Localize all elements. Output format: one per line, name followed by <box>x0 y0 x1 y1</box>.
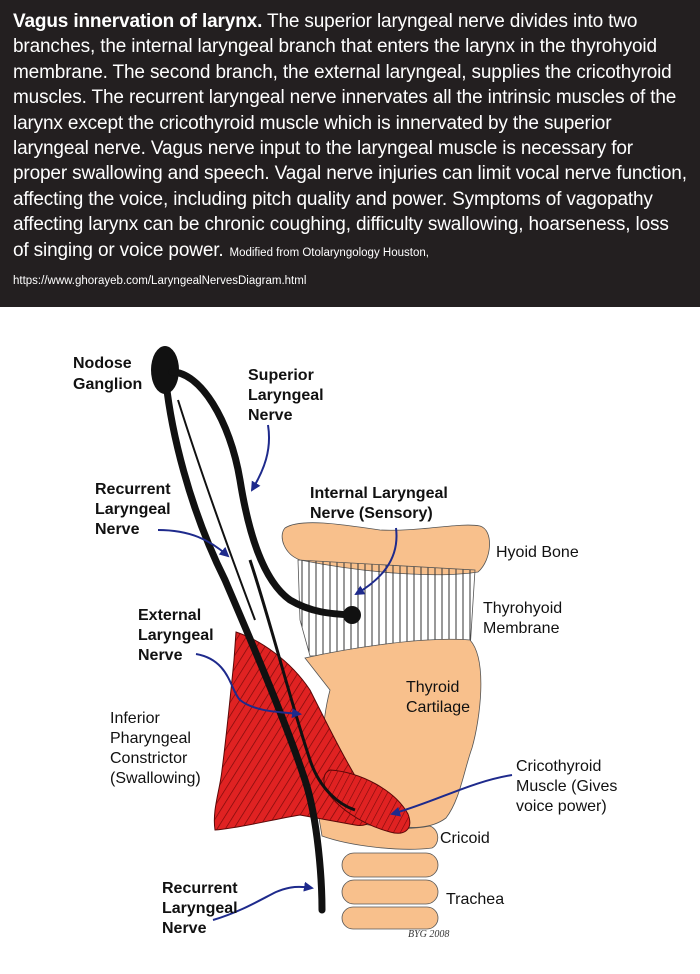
label-external-laryngeal-nerve: External Laryngeal Nerve <box>138 607 218 664</box>
trachea-ring-2 <box>341 879 439 905</box>
arrow-cricothyroid <box>390 774 513 817</box>
cricothyroid-muscle <box>323 769 411 834</box>
label-recurrent-laryngeal-nerve-bottom: Recurrent Laryngeal Nerve <box>162 880 242 937</box>
internal-laryngeal-branch-end <box>343 606 361 624</box>
label-nodose-ganglion: Nodose Ganglion <box>73 355 142 393</box>
arrow-internal-laryngeal <box>354 527 398 596</box>
label-superior-laryngeal-nerve: Superior Laryngeal Nerve <box>248 367 328 424</box>
label-thyrohyoid-membrane: Thyrohyoid Membrane <box>483 600 567 637</box>
vagus-nerve-trunk <box>161 368 326 914</box>
label-hyoid-bone: Hyoid Bone <box>496 544 579 561</box>
label-cricoid: Cricoid <box>440 830 490 847</box>
arrow-recurrent-bottom <box>212 881 314 921</box>
label-internal-laryngeal-nerve: Internal Laryngeal Nerve (Sensory) <box>310 485 452 522</box>
artist-signature: BYG 2008 <box>408 929 449 940</box>
caption-text: Vagus innervation of larynx. The superio… <box>13 9 688 294</box>
label-inferior-pharyngeal-constrictor: Inferior Pharyngeal Constrictor (Swallow… <box>110 710 201 787</box>
trachea-ring-3 <box>341 906 439 930</box>
label-recurrent-laryngeal-nerve-top: Recurrent Laryngeal Nerve <box>95 481 175 538</box>
caption-credit: Modified from Otolaryngology Houston, ht… <box>13 246 429 288</box>
caption-title: Vagus innervation of larynx. <box>13 11 263 32</box>
trachea-ring-1 <box>341 852 439 878</box>
external-laryngeal-nerve <box>248 559 356 812</box>
superior-laryngeal-nerve <box>168 368 356 619</box>
watermark: CaringMedical.com <box>20 929 362 971</box>
larynx-diagram: Nodose Ganglion Superior Laryngeal Nerve… <box>20 346 622 971</box>
label-trachea: Trachea <box>446 891 504 908</box>
nodose-ganglion <box>151 346 179 394</box>
label-thyroid-cartilage: Thyroid Cartilage <box>406 679 470 716</box>
caption-body: The superior laryngeal nerve divides int… <box>13 11 687 261</box>
recurrent-laryngeal-nerve-branch <box>177 399 256 621</box>
label-cricothyroid-muscle: Cricothyroid Muscle (Gives voice power) <box>516 758 622 815</box>
caption-panel: Vagus innervation of larynx. The superio… <box>0 0 700 307</box>
arrow-recurrent-top <box>157 529 230 558</box>
arrow-superior-laryngeal <box>250 424 270 492</box>
arrow-external-laryngeal <box>195 653 302 719</box>
